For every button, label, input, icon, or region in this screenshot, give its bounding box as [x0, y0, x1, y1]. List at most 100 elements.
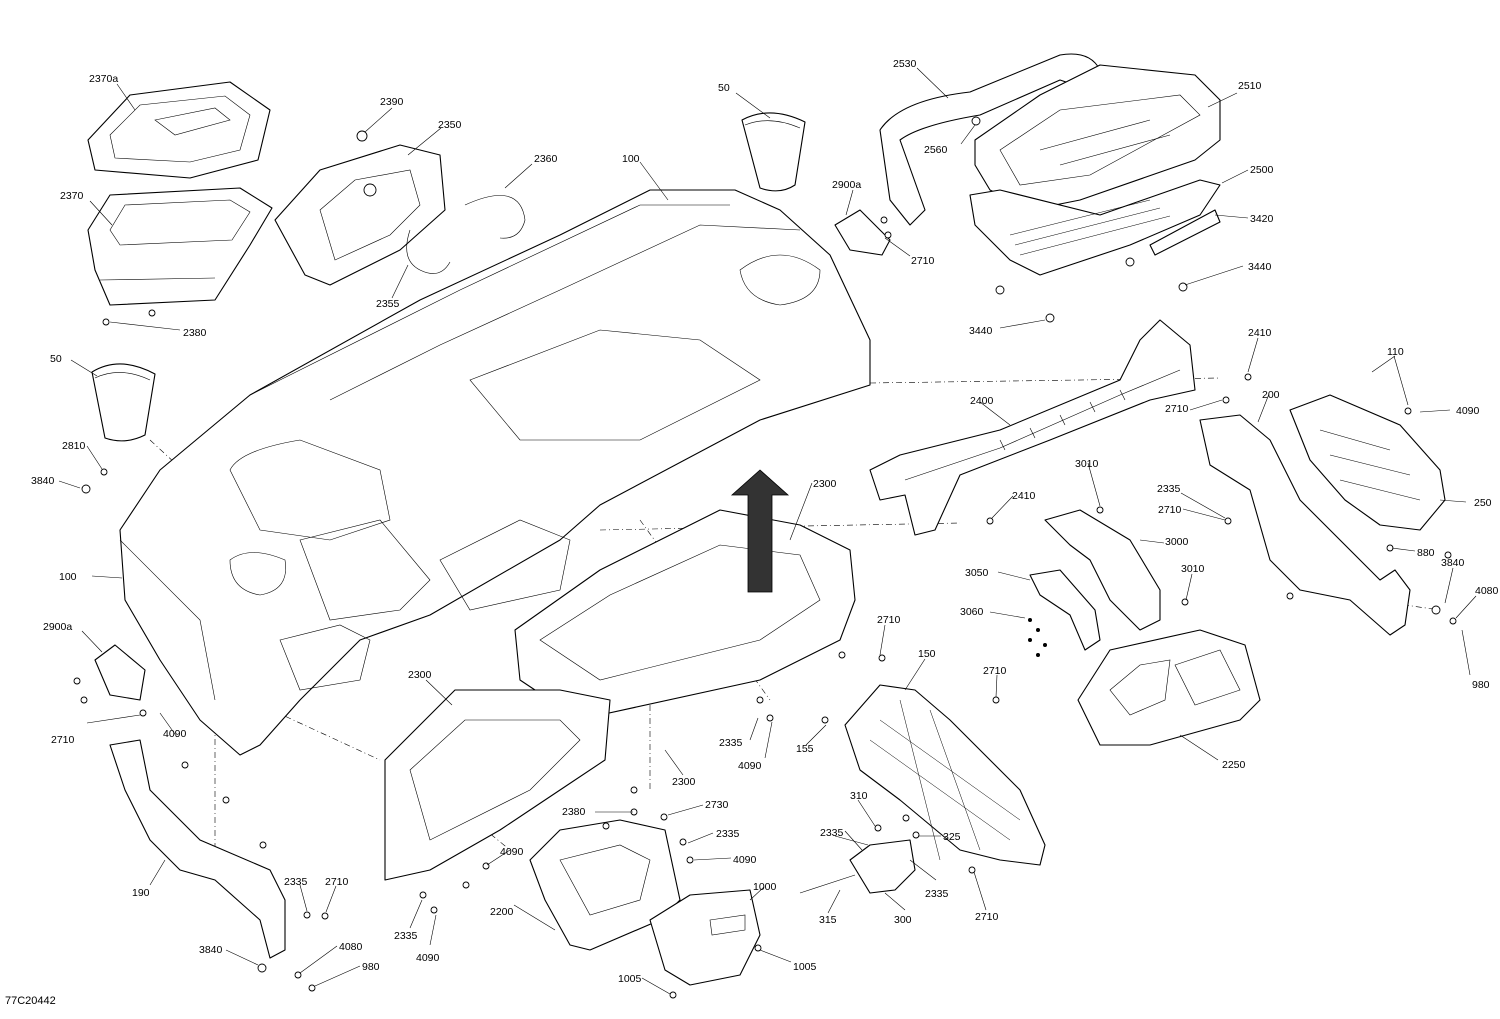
nut-3440-d — [1045, 313, 1055, 323]
callout-2500: 2500 — [1250, 164, 1274, 176]
callout-2370: 2370 — [60, 190, 84, 202]
control-unit-300 — [849, 839, 916, 894]
leader-lines — [58, 67, 1477, 995]
callout-3840-b: 3840 — [1441, 557, 1465, 569]
bracket-2900a-left — [94, 644, 146, 701]
vent-assembly-250 — [1289, 394, 1446, 531]
callout-100-top: 100 — [622, 153, 640, 165]
clip-2390 — [356, 130, 368, 142]
callout-2250: 2250 — [1222, 759, 1246, 771]
callout-3010-a: 3010 — [1075, 458, 1099, 470]
callout-4090-e: 4090 — [733, 854, 757, 866]
callout-4080-a: 4080 — [1475, 585, 1499, 597]
callout-155: 155 — [796, 743, 814, 755]
callout-4080-b: 4080 — [339, 941, 363, 953]
callout-2335-b: 2335 — [719, 737, 743, 749]
dashboard-main-100 — [119, 189, 871, 756]
callout-2300-b: 2300 — [408, 669, 432, 681]
callout-2710-g: 2710 — [325, 876, 349, 888]
cup-holder-50-left — [91, 363, 156, 442]
callout-2380-bottom: 2380 — [562, 806, 586, 818]
storage-cover-2370a — [87, 81, 271, 179]
callout-2510: 2510 — [1238, 80, 1262, 92]
callout-2900a-left: 2900a — [43, 621, 72, 633]
callout-3440-a: 3440 — [1248, 261, 1272, 273]
callout-100-left: 100 — [59, 571, 77, 583]
duct-3000 — [1044, 509, 1161, 631]
direction-arrow — [730, 469, 790, 593]
callout-1005-b: 1005 — [793, 961, 817, 973]
callout-2335-c: 2335 — [820, 827, 844, 839]
callout-325: 325 — [943, 831, 961, 843]
cross-rail-2400 — [869, 319, 1196, 536]
side-bracket-200 — [1199, 414, 1411, 636]
callout-315: 315 — [819, 914, 837, 926]
callout-2390: 2390 — [380, 96, 404, 108]
grab-handle-2530 — [879, 53, 1101, 226]
bracket-2900a-top — [834, 209, 891, 256]
strip-3420 — [1149, 209, 1221, 256]
callout-3440-b: 3440 — [969, 325, 993, 337]
callout-2355: 2355 — [376, 298, 400, 310]
storage-tray-2370 — [87, 187, 273, 306]
callout-2900a-top: 2900a — [832, 179, 861, 191]
callout-110: 110 — [1387, 346, 1404, 358]
callout-4090-d: 4090 — [500, 846, 524, 858]
housing-2350 — [274, 144, 446, 286]
callout-2710-c: 2710 — [1158, 504, 1182, 516]
callout-2335-f: 2335 — [925, 888, 949, 900]
bracket-3050 — [1029, 569, 1101, 651]
callout-3420: 3420 — [1250, 213, 1274, 225]
nut-3440-a — [1125, 257, 1135, 267]
callout-2530: 2530 — [893, 58, 917, 70]
callout-2335-e: 2335 — [284, 876, 308, 888]
callout-4090-b: 4090 — [163, 728, 187, 740]
callout-250: 250 — [1474, 497, 1492, 509]
callout-2200: 2200 — [490, 906, 514, 918]
callout-3840-c: 3840 — [199, 944, 223, 956]
tray-2300-lower — [384, 689, 611, 881]
callout-4090-a: 4090 — [1456, 405, 1480, 417]
callout-2710-e: 2710 — [877, 614, 901, 626]
reference-code: 77C20442 — [5, 995, 56, 1007]
callout-4090-f: 4090 — [416, 952, 440, 964]
seal-2360 — [464, 195, 526, 239]
callout-2410-b: 2410 — [1012, 490, 1036, 502]
tray-2300-upper — [514, 509, 856, 716]
callout-2710-b: 2710 — [1165, 403, 1189, 415]
center-panel-150 — [844, 684, 1046, 866]
callout-150: 150 — [918, 648, 936, 660]
callout-2560: 2560 — [924, 144, 948, 156]
callout-2710-f: 2710 — [983, 665, 1007, 677]
callout-300: 300 — [894, 914, 912, 926]
callout-2300-a: 2300 — [813, 478, 837, 490]
callout-2335-g: 2335 — [394, 930, 418, 942]
storage-tray-2500 — [969, 179, 1221, 276]
bolt-315 — [799, 874, 856, 894]
callout-2810: 2810 — [62, 440, 86, 452]
callout-3840-a: 3840 — [31, 475, 55, 487]
callout-980-b: 980 — [362, 961, 380, 973]
callout-2410-a: 2410 — [1248, 327, 1272, 339]
callout-50-top: 50 — [718, 82, 730, 94]
callout-2350: 2350 — [438, 119, 462, 131]
callout-3010-b: 3010 — [1181, 563, 1205, 575]
callout-2710-d: 2710 — [51, 734, 75, 746]
callout-2380-top: 2380 — [183, 327, 207, 339]
callout-2360: 2360 — [534, 153, 558, 165]
nut-3440-b — [1178, 282, 1188, 292]
callout-2335-d: 2335 — [716, 828, 740, 840]
fasteners-3060 — [1028, 618, 1047, 657]
bracket-190 — [109, 739, 286, 959]
callout-2400: 2400 — [970, 395, 994, 407]
callout-1005-a: 1005 — [618, 973, 642, 985]
callout-2370a: 2370a — [89, 73, 118, 85]
callout-200: 200 — [1262, 389, 1280, 401]
cover-1000 — [649, 889, 761, 986]
storage-box-2510 — [974, 64, 1221, 211]
callout-2710-h: 2710 — [975, 911, 999, 923]
callout-labels: 2370a 2390 2350 2360 50 100 2370 2355 23… — [31, 58, 1499, 985]
callout-2335-a: 2335 — [1157, 483, 1181, 495]
vent-panel-2250 — [1077, 629, 1261, 746]
